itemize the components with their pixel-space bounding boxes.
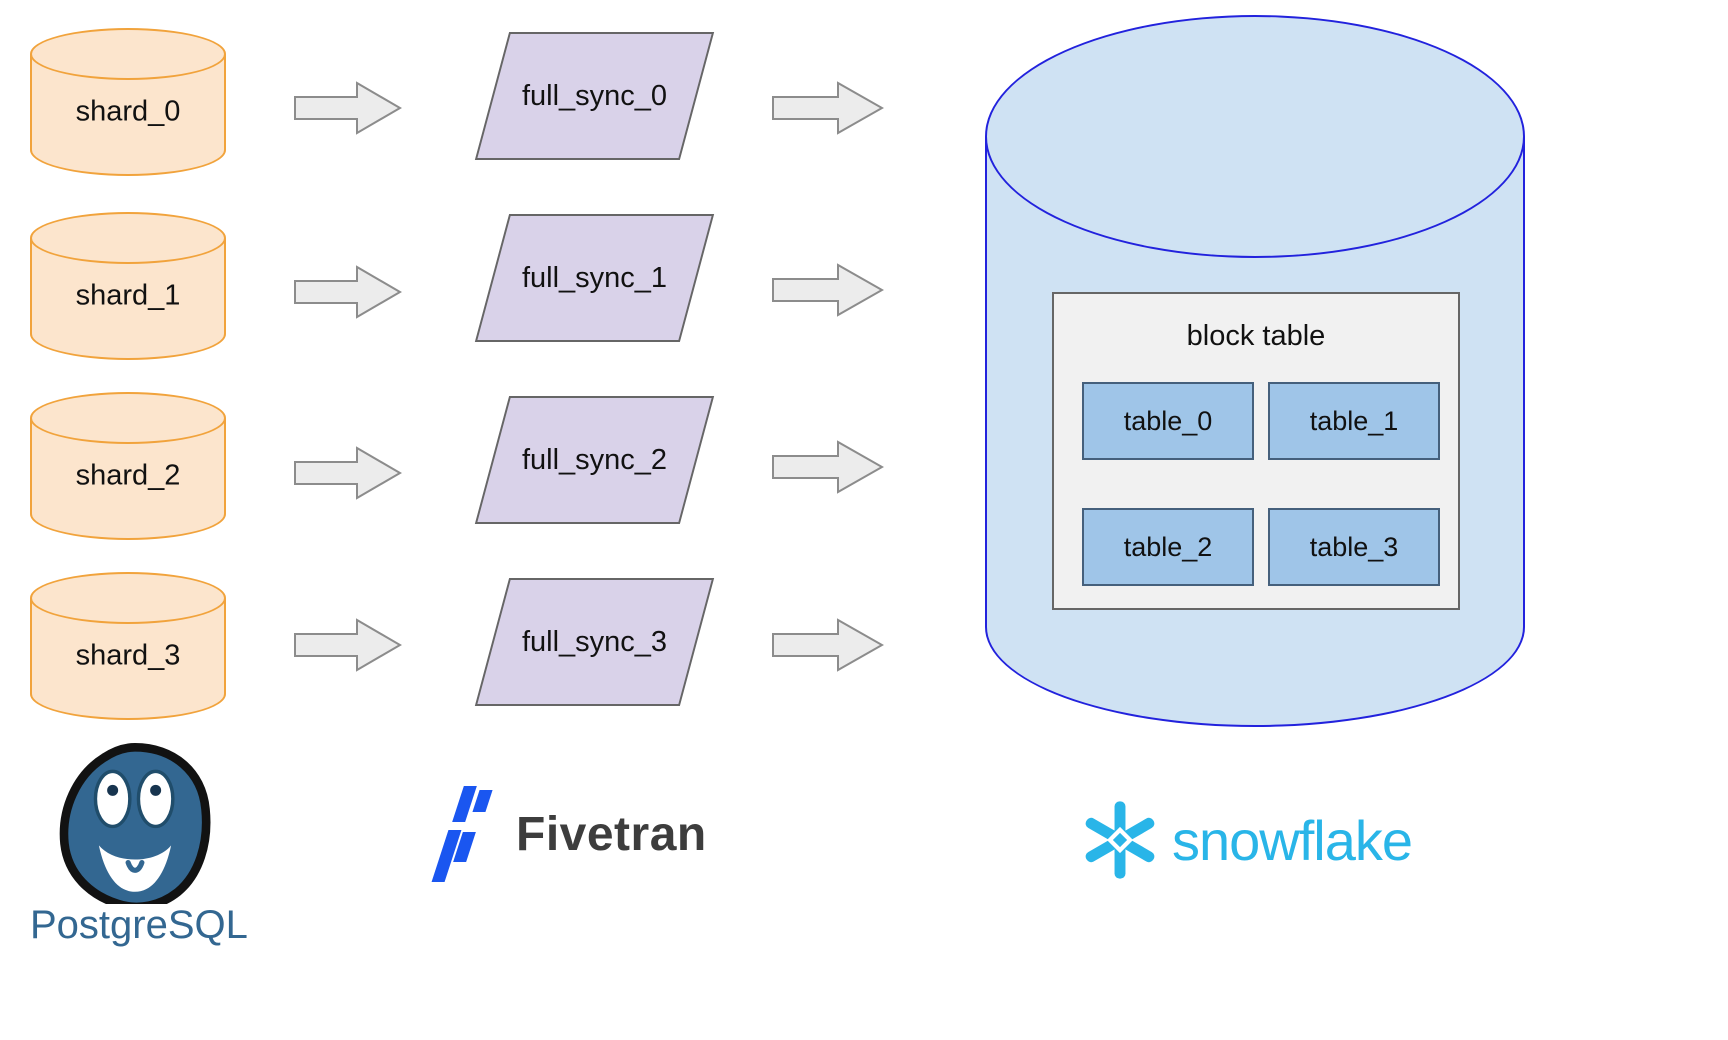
shard-2-cylinder: shard_2 — [30, 392, 226, 540]
full-sync-0-shape: full_sync_0 — [474, 32, 715, 160]
block-table-group: block table table_0 table_1 table_2 tabl… — [1052, 292, 1460, 610]
shard-3-cylinder: shard_3 — [30, 572, 226, 720]
shard-0-label: shard_0 — [75, 95, 181, 128]
arrow-shape — [294, 446, 402, 500]
full-sync-3-label: full_sync_3 — [521, 625, 668, 658]
postgresql-elephant-icon — [59, 743, 211, 912]
fivetran-logo: Fivetran — [431, 786, 707, 882]
fivetran-icon — [431, 786, 498, 882]
postgresql-wordmark: PostgreSQL — [30, 903, 248, 947]
postgresql-logo: PostgreSQL — [30, 742, 248, 948]
full-sync-2-label: full_sync_2 — [521, 443, 668, 476]
full-sync-2-shape: full_sync_2 — [474, 396, 715, 524]
shard-1-cylinder: shard_1 — [30, 212, 226, 360]
warehouse-cylinder: block table table_0 table_1 table_2 tabl… — [985, 15, 1525, 727]
elephant-eye-right — [150, 784, 162, 796]
shard-3-label: shard_3 — [75, 639, 181, 672]
arrow-shape — [294, 81, 402, 135]
shard-2-label: shard_2 — [75, 459, 181, 492]
elephant-glass-left — [93, 769, 132, 829]
arrow-right-icon — [772, 81, 884, 135]
table-1: table_1 — [1268, 382, 1440, 460]
arrow-shape — [294, 265, 402, 319]
snowflake-icon — [1085, 801, 1155, 879]
full-sync-1-shape: full_sync_1 — [474, 214, 715, 342]
arrow-shape — [772, 440, 884, 494]
shard-1-label: shard_1 — [75, 279, 181, 312]
arrow-right-icon — [294, 446, 402, 500]
cylinder-top — [30, 392, 226, 444]
arrow-right-icon — [772, 263, 884, 317]
arrow-shape — [772, 263, 884, 317]
full-sync-0-label: full_sync_0 — [521, 79, 668, 112]
table-0: table_0 — [1082, 382, 1254, 460]
snowflake-wordmark: snowflake — [1172, 808, 1413, 872]
snowflake-logo: snowflake — [1078, 796, 1413, 884]
full-sync-1-label: full_sync_1 — [521, 261, 668, 294]
table-2: table_2 — [1082, 508, 1254, 586]
arrow-shape — [772, 81, 884, 135]
arrow-shape — [294, 618, 402, 672]
fivetran-wordmark: Fivetran — [516, 807, 707, 861]
elephant-glass-right — [136, 769, 175, 829]
cylinder-top — [30, 572, 226, 624]
elephant-eye-left — [107, 784, 119, 796]
fivetran-bar — [472, 790, 493, 812]
arrow-right-icon — [294, 81, 402, 135]
fivetran-bar — [452, 786, 477, 822]
cylinder-top — [30, 212, 226, 264]
table-3: table_3 — [1268, 508, 1440, 586]
arrow-right-icon — [772, 618, 884, 672]
arrow-right-icon — [294, 618, 402, 672]
block-table-title: block table — [1186, 320, 1326, 352]
arrow-right-icon — [294, 265, 402, 319]
arrow-shape — [772, 618, 884, 672]
elephant-trunk-curl — [125, 859, 145, 873]
shard-0-cylinder: shard_0 — [30, 28, 226, 176]
full-sync-3-shape: full_sync_3 — [474, 578, 715, 706]
cylinder-top — [30, 28, 226, 80]
cylinder-top — [985, 15, 1525, 258]
arrow-right-icon — [772, 440, 884, 494]
